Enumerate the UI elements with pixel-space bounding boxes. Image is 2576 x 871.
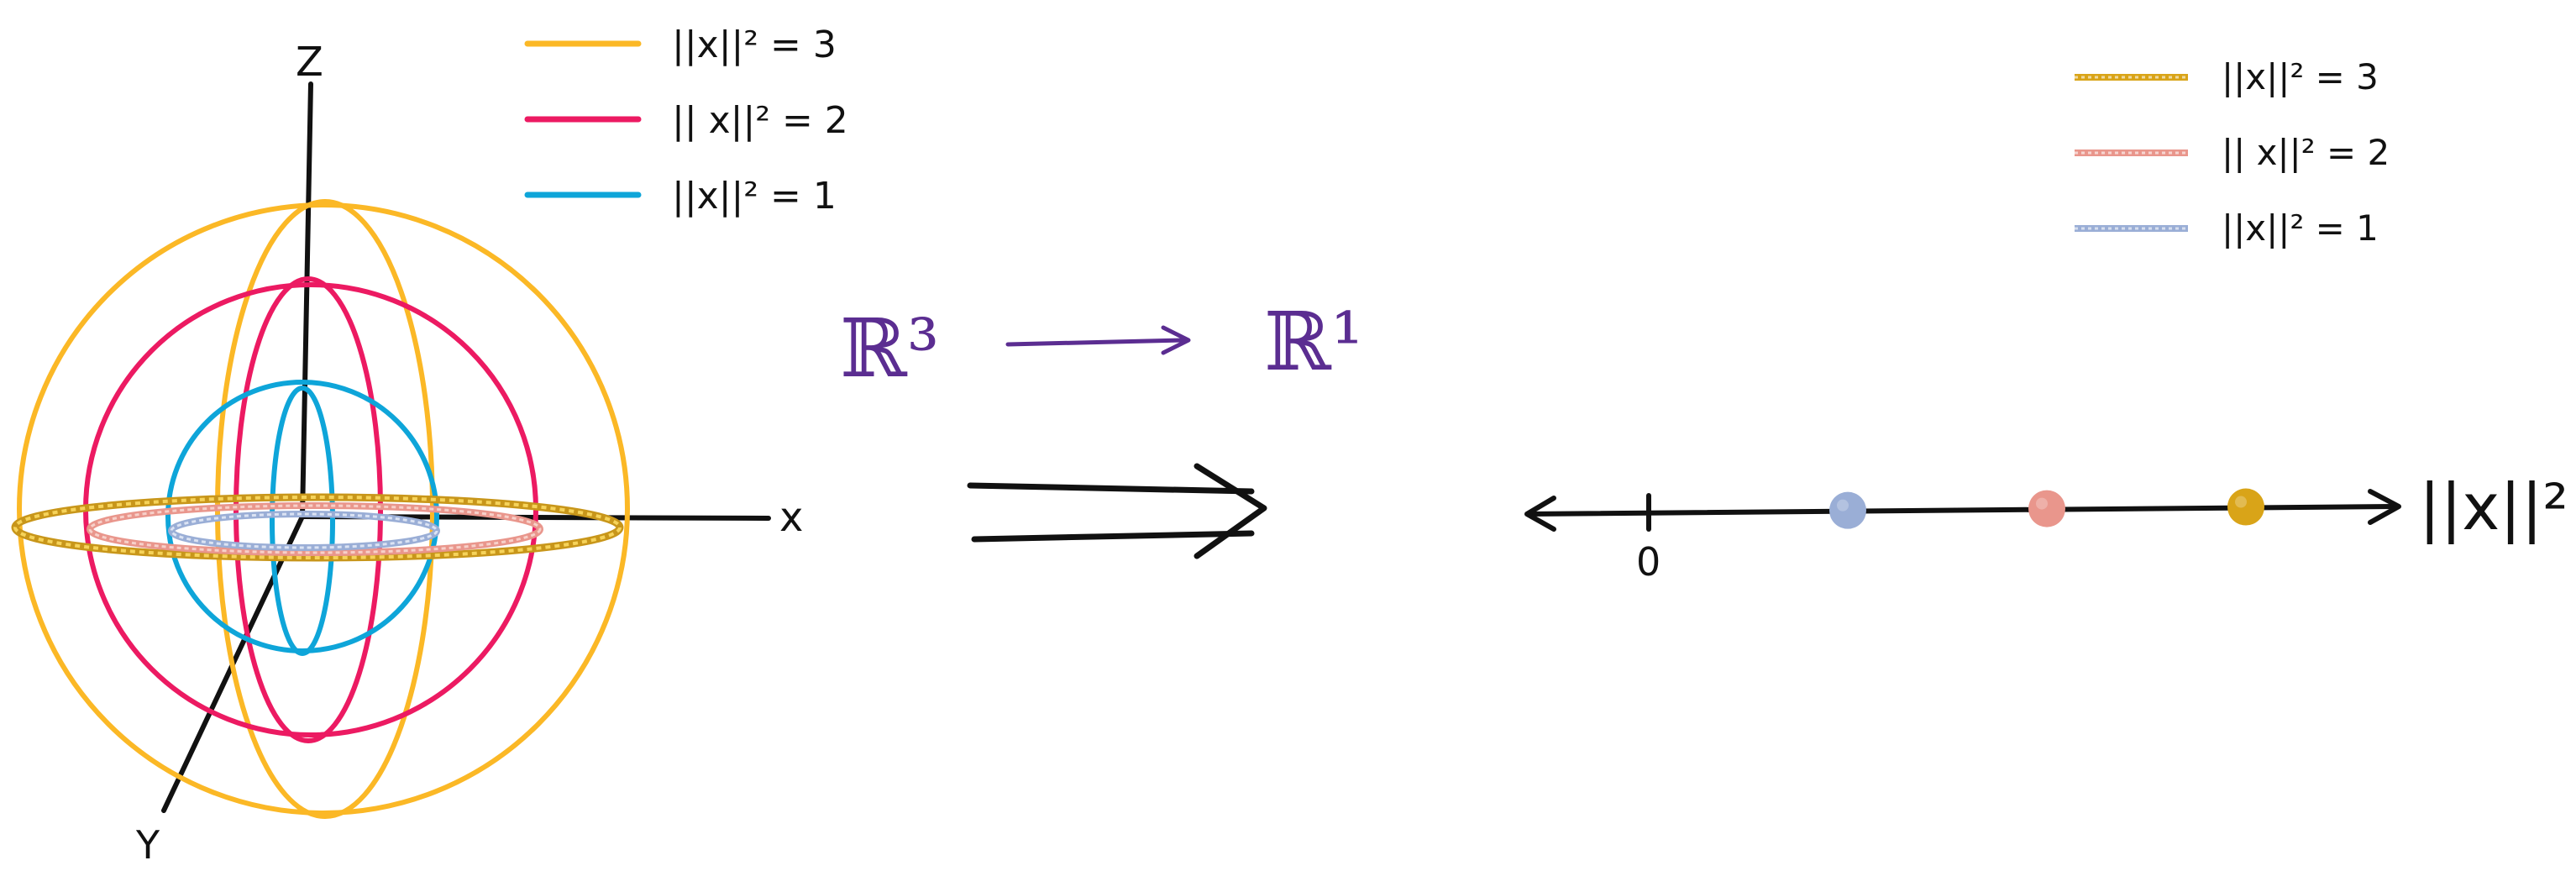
legend-left-label-2: ||x||² = 1 — [672, 175, 837, 218]
sphere-axes: Z x Y — [135, 39, 803, 868]
sphere-equators — [11, 493, 624, 562]
z-axis — [300, 81, 313, 519]
legend-left-label-1: || x||² = 2 — [672, 99, 848, 142]
origin-label: 0 — [1636, 539, 1660, 585]
y-axis-label: Y — [135, 822, 160, 867]
sphere-1-meridian — [270, 386, 335, 656]
sphere-3-outline — [17, 202, 630, 816]
number-line-axis-label: ||x||² — [2419, 470, 2568, 545]
target-space-label: ℝ¹ — [1264, 295, 1363, 389]
number-line-right-arrow — [2368, 489, 2401, 525]
mapping-arrow-head — [1161, 325, 1191, 355]
legend-left-label-0: ||x||² = 3 — [672, 24, 837, 66]
mapping-annotation: ℝ³ ℝ¹ — [840, 295, 1363, 396]
legend-right-label-2: ||x||² = 1 — [2222, 207, 2379, 249]
sphere-r1 — [165, 380, 439, 656]
legend-left: ||x||² = 3 || x||² = 2 ||x||² = 1 — [524, 24, 848, 218]
z-axis-label: Z — [296, 39, 323, 86]
number-line-point-2 — [2028, 490, 2065, 527]
x-axis-label: x — [779, 494, 803, 541]
number-line-left-arrow — [1524, 496, 1556, 532]
number-line-point-3 — [2227, 488, 2264, 526]
number-line: 0 ||x||² — [1524, 470, 2568, 585]
legend-right-label-1: || x||² = 2 — [2222, 132, 2390, 173]
number-line-point-1 — [1829, 491, 1866, 529]
legend-right-label-0: ||x||² = 3 — [2222, 56, 2379, 97]
number-line-points — [1829, 488, 2264, 529]
mapping-arrow-shaft — [1005, 338, 1187, 347]
implies-arrow — [967, 463, 1267, 559]
source-space-label: ℝ³ — [840, 302, 939, 396]
sphere-2-meridian — [233, 276, 383, 743]
legend-right: ||x||² = 3 || x||² = 2 ||x||² = 1 — [2075, 56, 2390, 249]
